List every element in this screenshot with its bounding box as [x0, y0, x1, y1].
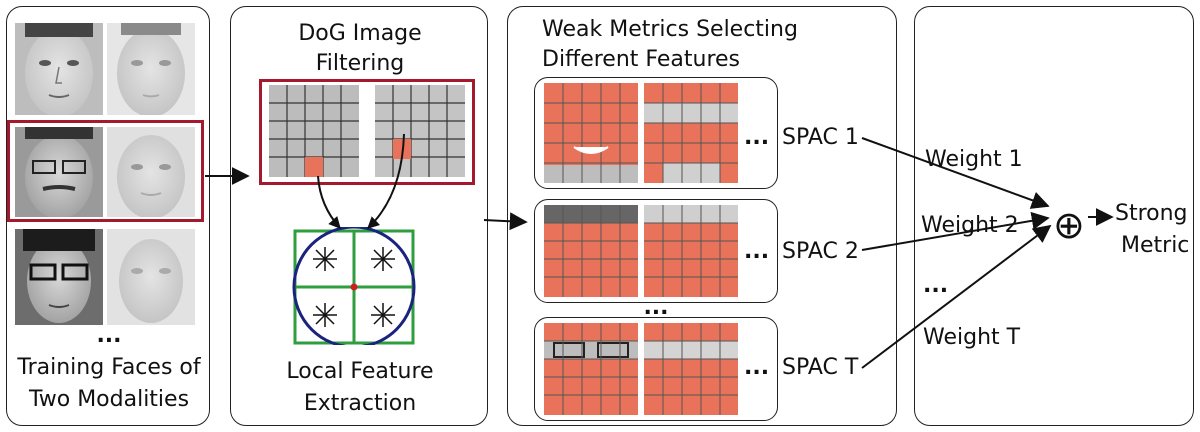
spac1-dots: ... — [744, 125, 770, 150]
spac2-dots: ... — [744, 239, 770, 264]
dog-title-line1: DoG Image — [298, 21, 422, 46]
circled-plus-icon: ⊕ — [1053, 203, 1085, 247]
arrow-spac2-to-sum — [861, 211, 1050, 251]
training-caption-line2: Two Modalities — [28, 387, 190, 412]
arrow-dog-visible-to-feature — [317, 175, 341, 229]
spac1-label: SPAC 1 — [782, 125, 859, 150]
spacT-nir-face — [644, 323, 738, 415]
local-feature-grid — [292, 227, 416, 345]
strong-metric-line1: Strong — [1115, 201, 1188, 226]
strong-metric-line2: Metric — [1121, 233, 1190, 258]
combination-panel: Weight 1 Weight 2 ... Weight T ⊕ Strong … — [914, 6, 1194, 426]
spac-between-dots: ... — [643, 295, 669, 320]
spac2-label: SPAC 2 — [782, 239, 859, 264]
arrow-dog-to-weak — [483, 212, 528, 231]
spac2-visible-face — [544, 205, 638, 297]
selected-face-pair-box — [7, 120, 204, 222]
weights-ellipsis: ... — [923, 273, 949, 298]
arrow-dog-nir-to-feature — [367, 133, 405, 229]
spacT-label: SPAC T — [782, 355, 859, 380]
face-photo-visible-3 — [15, 229, 103, 325]
face-photo-visible-1 — [15, 23, 103, 115]
spacT-visible-face — [544, 323, 638, 415]
arrow-spac1-to-sum — [861, 137, 1050, 209]
dog-filtering-panel: DoG Image Filtering — [230, 6, 488, 426]
face-photo-visible-2 — [15, 127, 103, 217]
spac2-nir-face — [644, 205, 738, 297]
training-faces-panel: ... Training Faces of Two Modalities — [6, 6, 210, 426]
weight-T-label: Weight T — [923, 325, 1021, 350]
face-photo-nir-1 — [107, 23, 195, 115]
dog-filtered-images-box — [259, 79, 475, 185]
spac1-visible-face — [544, 83, 638, 183]
dog-title-line2: Filtering — [315, 51, 405, 76]
training-caption-line1: Training Faces of — [17, 355, 201, 380]
feature-caption-line2: Extraction — [303, 391, 417, 416]
face-photo-nir-3 — [107, 229, 195, 325]
dog-filtered-visible-image — [269, 85, 359, 177]
spac1-nir-face — [644, 83, 738, 183]
weak-title-line2: Different Features — [542, 47, 740, 72]
arrow-spacT-to-sum — [861, 224, 1052, 369]
spacT-dots: ... — [744, 355, 770, 380]
weak-title-line1: Weak Metrics Selecting — [542, 17, 798, 42]
face-photo-nir-2 — [107, 127, 195, 217]
training-ellipsis: ... — [96, 323, 122, 348]
feature-caption-line1: Local Feature — [286, 359, 434, 384]
weak-metrics-panel: Weak Metrics Selecting Different Feature… — [507, 6, 897, 426]
